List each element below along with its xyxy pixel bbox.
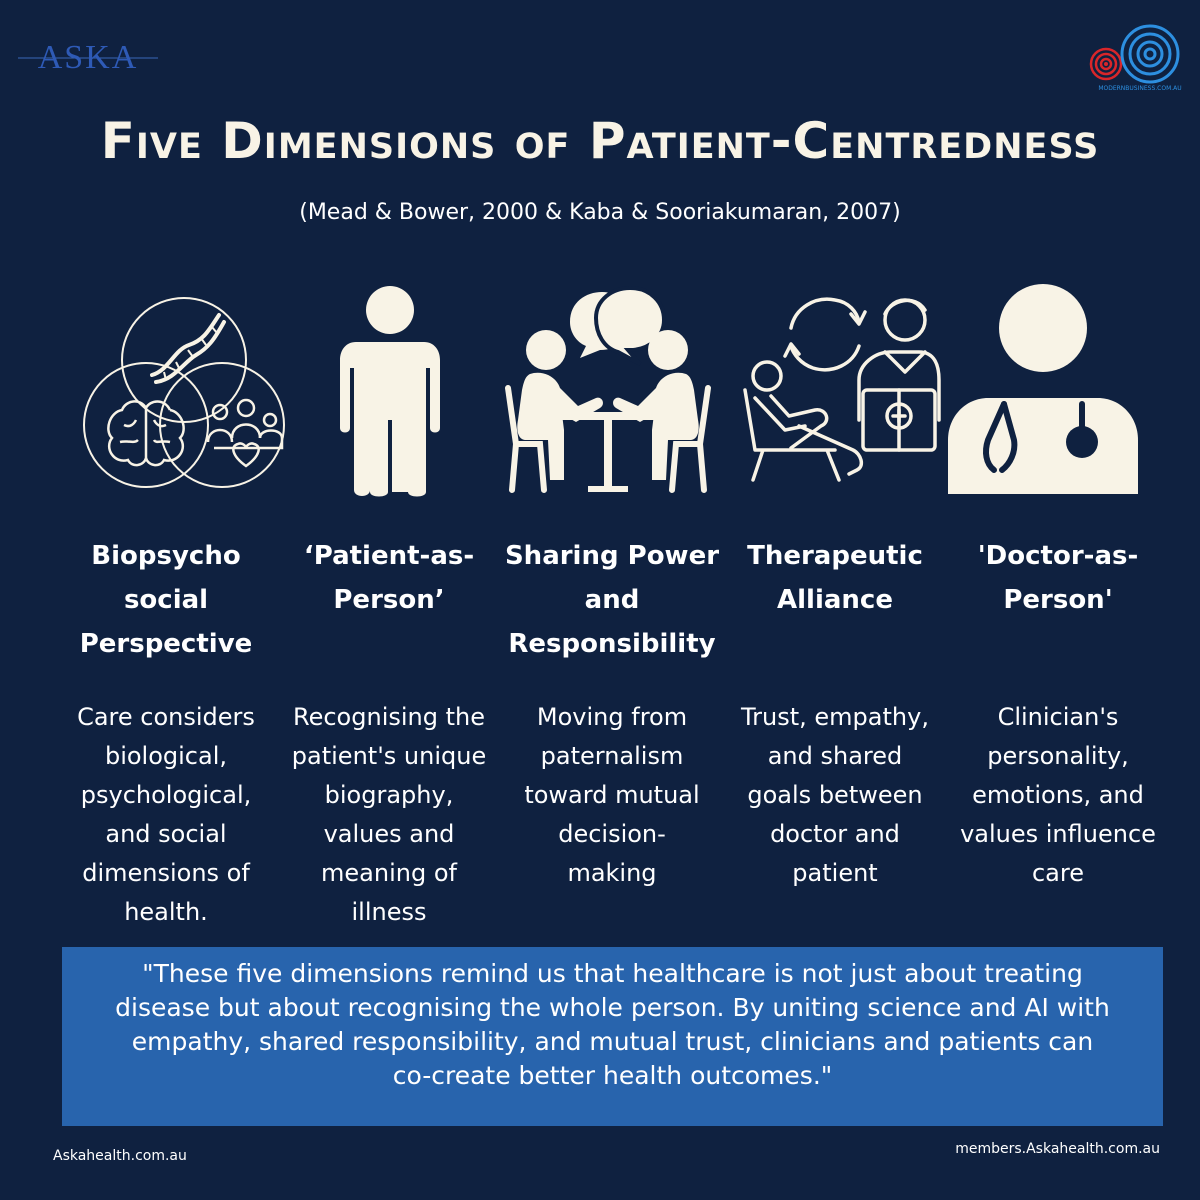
aska-logo-text: ASKA	[38, 39, 139, 76]
heading-line: Responsibility	[508, 629, 716, 659]
description-line: and shared	[767, 742, 903, 770]
heading-line: Alliance	[777, 585, 893, 615]
description-line: doctor and	[770, 820, 900, 848]
heading-line: 'Doctor-as-	[977, 541, 1139, 571]
heading-line: Therapeutic	[747, 541, 923, 571]
footer-website-link[interactable]: Askahealth.com.au	[53, 1148, 187, 1164]
description-line: Trust, empathy,	[741, 703, 929, 731]
description-sharing-power: Moving from paternalism toward mutual de…	[504, 698, 720, 893]
description-line: Care considers	[77, 703, 255, 731]
description-line: toward mutual	[524, 781, 700, 809]
description-line: values influence	[960, 820, 1156, 848]
heading-line: Sharing Power	[504, 541, 720, 571]
heading-line: Perspective	[79, 629, 253, 659]
description-line: illness	[351, 898, 427, 926]
description-line: Clinician's	[997, 703, 1119, 731]
heading-line: ‘Patient-as-	[303, 541, 475, 571]
heading-line: Person’	[333, 585, 445, 615]
description-line: goals between	[747, 781, 923, 809]
footer-members-link[interactable]: members.Askahealth.com.au	[955, 1141, 1160, 1157]
description-line: Recognising the	[293, 703, 485, 731]
modernbusiness-logo-text: MODERNBUSINESS.COM.AU	[1098, 85, 1181, 92]
therapist-and-patient-icon	[743, 297, 941, 482]
two-people-talking-at-table-icon	[505, 285, 711, 493]
heading-line: social	[123, 585, 209, 615]
page-title: Five Dimensions of Patient-Centredness	[100, 112, 1100, 170]
quote-line: empathy, shared responsibility, and mutu…	[131, 1027, 1094, 1056]
description-doctor-as-person: Clinician's personality, emotions, and v…	[950, 698, 1166, 893]
heading-line: Biopsycho	[91, 541, 241, 571]
doctor-with-stethoscope-icon	[948, 284, 1138, 494]
heading-line: and	[584, 585, 640, 615]
page-subtitle: (Mead & Bower, 2000 & Kaba & Sooriakumar…	[299, 200, 901, 225]
description-line: patient	[792, 859, 878, 887]
modernbusiness-logo: MODERNBUSINESS.COM.AU	[1089, 24, 1182, 92]
description-line: psychological,	[80, 781, 252, 809]
description-line: personality,	[987, 742, 1129, 770]
description-line: values and	[323, 820, 455, 848]
quote-box: "These five dimensions remind us that he…	[62, 947, 1163, 1126]
description-line: emotions, and	[972, 781, 1144, 809]
description-line: meaning of	[321, 859, 457, 887]
description-line: paternalism	[540, 742, 684, 770]
heading-patient-as-person: ‘Patient-as- Person’	[281, 534, 497, 622]
description-patient-as-person: Recognising the patient's unique biograp…	[281, 698, 497, 932]
description-line: decision-	[558, 820, 666, 848]
venn-dna-brain-family-icon	[83, 297, 285, 488]
description-biopsychosocial: Care considers biological, psychological…	[58, 698, 274, 932]
description-line: dimensions of	[82, 859, 250, 887]
description-line: health.	[124, 898, 208, 926]
heading-line: Person'	[1003, 585, 1113, 615]
description-line: biological,	[104, 742, 228, 770]
heading-biopsychosocial: Biopsycho social Perspective	[58, 534, 274, 666]
description-line: patient's unique	[291, 742, 487, 770]
description-line: biography,	[324, 781, 454, 809]
description-therapeutic-alliance: Trust, empathy, and shared goals between…	[727, 698, 943, 893]
quote-line: "These five dimensions remind us that he…	[142, 959, 1083, 988]
description-line: care	[1031, 859, 1084, 887]
description-line: making	[567, 859, 657, 887]
quote-line: disease but about recognising the whole …	[115, 993, 1110, 1022]
aska-logo: ASKA	[18, 39, 158, 76]
heading-sharing-power: Sharing Power and Responsibility	[504, 534, 720, 666]
quote-line: co-create better health outcomes."	[392, 1061, 833, 1090]
person-icon	[340, 286, 440, 500]
description-line: Moving from	[536, 703, 688, 731]
description-line: and social	[105, 820, 227, 848]
heading-doctor-as-person: 'Doctor-as- Person'	[950, 534, 1166, 622]
heading-therapeutic-alliance: Therapeutic Alliance	[727, 534, 943, 622]
